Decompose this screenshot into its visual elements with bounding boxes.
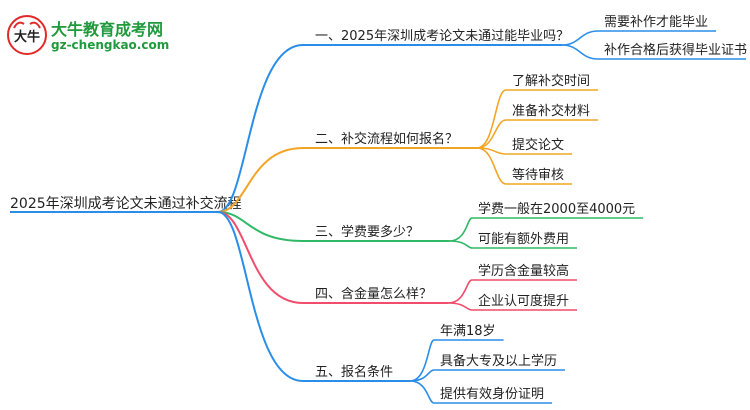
leaf-connector [409,339,435,382]
leaf-topic: 企业认可度提升 [478,293,569,309]
leaf-topic: 具备大专及以上学历 [440,353,557,369]
leaf-topic: 学历含金量较高 [478,263,569,279]
leaf-topic: 等待审核 [512,167,564,183]
leaf-connector [447,279,473,304]
branch-topic: 二、补交流程如何报名？ [315,131,458,147]
leaf-topic: 提交论文 [512,137,564,153]
leaf-topic: 了解补交时间 [512,73,590,89]
leaf-topic: 提供有效身份证明 [440,386,544,402]
branch-connector [217,211,304,382]
leaf-topic: 年满18岁 [440,324,496,339]
branch-connector [217,211,304,242]
leaf-connector [476,147,507,185]
logo-url: gz-chengkao.com [51,38,170,52]
branch-connector [217,44,304,213]
branch-connector [217,147,304,213]
leaf-connector [448,217,473,242]
leaf-connector [476,119,507,149]
leaf-topic: 需要补作才能毕业 [604,15,708,30]
branch-topic: 一、2025年深圳成考论文未通过能毕业吗？ [315,29,569,44]
site-logo[interactable]: 大牛 大牛教育成考网 gz-chengkao.com [6,14,176,60]
leaf-topic: 准备补交材料 [512,103,590,119]
leaf-connector [561,44,599,60]
leaf-connector [409,380,435,404]
svg-text:大牛: 大牛 [14,29,40,45]
branch-connector [217,211,304,304]
leaf-topic: 学费一般在2000至4000元 [478,201,635,217]
branch-topic: 三、学费要多少？ [315,224,419,240]
branch-topic: 四、含金量怎么样？ [315,286,432,302]
root-topic: 2025年深圳成考论文未通过补交流程 [10,195,242,212]
leaf-connector [448,240,473,249]
leaf-topic: 可能有额外费用 [478,232,569,247]
logo-title: 大牛教育成考网 [51,20,164,39]
leaf-connector [447,302,473,311]
bull-logo-icon: 大牛 [7,15,47,55]
leaf-topic: 补作合格后获得毕业证书 [604,42,747,58]
branch-topic: 五、报名条件 [315,364,393,380]
